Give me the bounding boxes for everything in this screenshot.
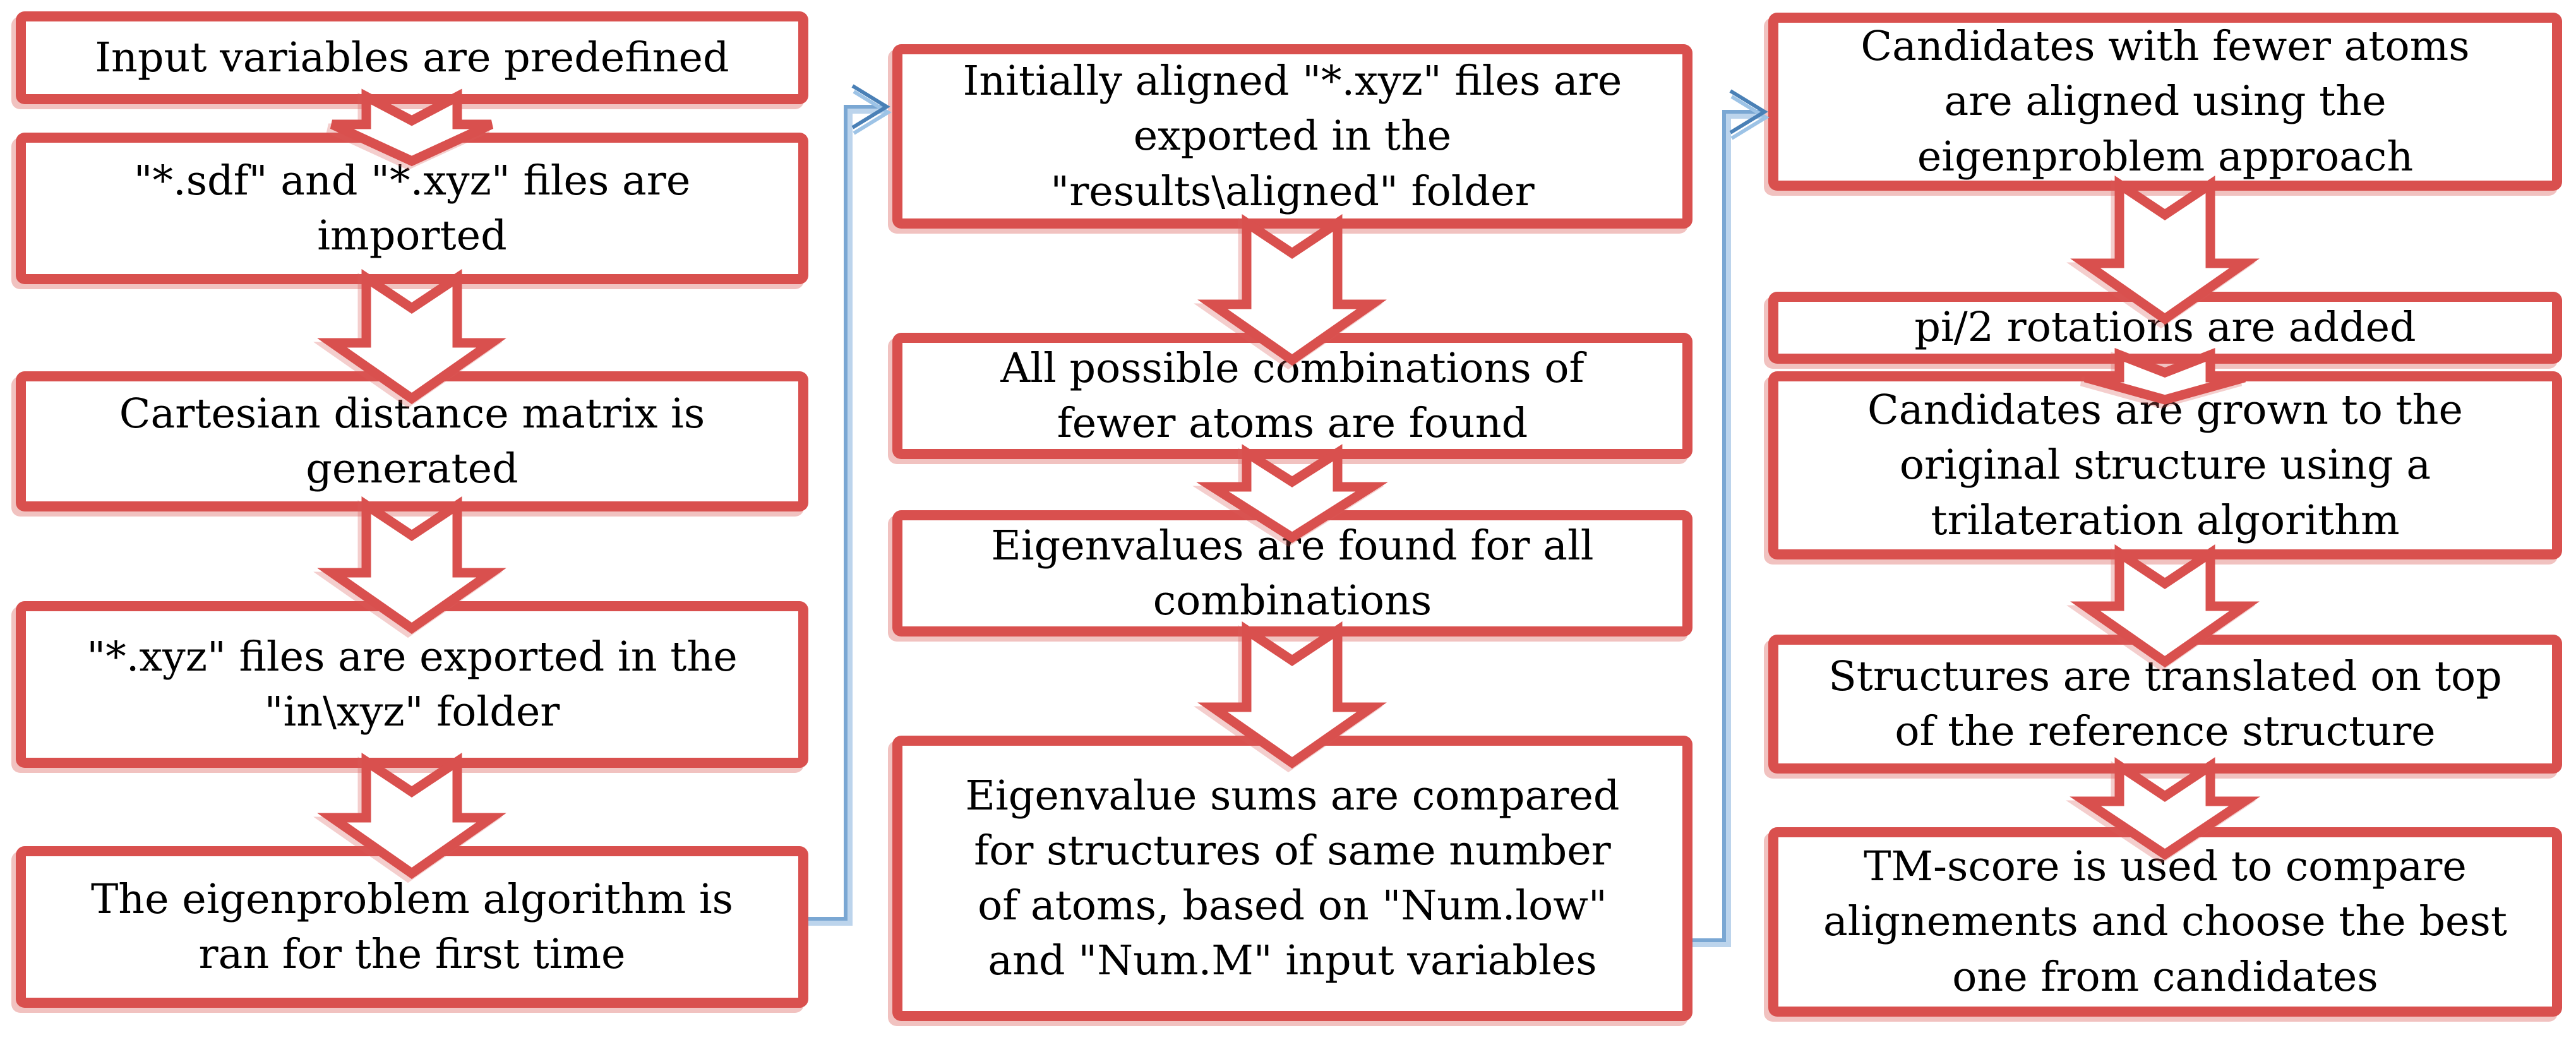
flow-step-label: Eigenvalues are found for all combinatio… <box>991 522 1594 625</box>
flow-step-box: Candidates with fewer atoms are aligned … <box>1768 13 2562 191</box>
flow-step-box: Initially aligned "*.xyz" files are expo… <box>892 44 1692 229</box>
down-block-arrow-icon <box>1196 444 1388 543</box>
elbow-connector-arrow <box>1692 89 1770 947</box>
down-block-arrow-icon <box>2083 348 2246 405</box>
flow-step-box: The eigenproblem algorithm is ran for th… <box>16 846 808 1008</box>
down-block-arrow-icon <box>2070 756 2260 861</box>
down-block-arrow-icon <box>330 88 494 167</box>
down-block-arrow-icon <box>2070 544 2260 668</box>
flow-step-box: Input variables are predefined <box>16 11 808 104</box>
flow-step-label: Candidates are grown to the original str… <box>1867 386 2463 544</box>
down-block-arrow-icon <box>1197 621 1387 769</box>
down-block-arrow-icon <box>317 752 506 880</box>
down-block-arrow-icon <box>1197 213 1387 366</box>
down-block-arrow-icon <box>2070 175 2260 325</box>
flow-step-label: "*.sdf" and "*.xyz" files are imported <box>133 157 691 260</box>
flow-step-label: Candidates with fewer atoms are aligned … <box>1860 23 2470 181</box>
flow-step-box: Eigenvalue sums are compared for structu… <box>892 736 1692 1021</box>
flow-step-label: Input variables are predefined <box>95 33 729 81</box>
flow-step-label: TM-score is used to compare alignements … <box>1823 843 2507 1001</box>
flow-step-label: The eigenproblem algorithm is ran for th… <box>90 875 734 978</box>
flow-step-label: Structures are translated on top of the … <box>1828 652 2502 755</box>
flow-step-label: Initially aligned "*.xyz" files are expo… <box>962 57 1622 215</box>
down-block-arrow-icon <box>317 268 506 405</box>
flow-step-label: Eigenvalue sums are compared for structu… <box>965 772 1620 985</box>
flow-step-label: "*.xyz" files are exported in the "in\xy… <box>87 633 738 736</box>
down-block-arrow-icon <box>317 496 506 635</box>
flow-step-box: pi/2 rotations are added <box>1768 292 2562 364</box>
elbow-connector-arrow <box>808 84 892 926</box>
flow-step-box: Structures are translated on top of the … <box>1768 635 2562 774</box>
flow-step-label: Cartesian distance matrix is generated <box>119 390 705 493</box>
